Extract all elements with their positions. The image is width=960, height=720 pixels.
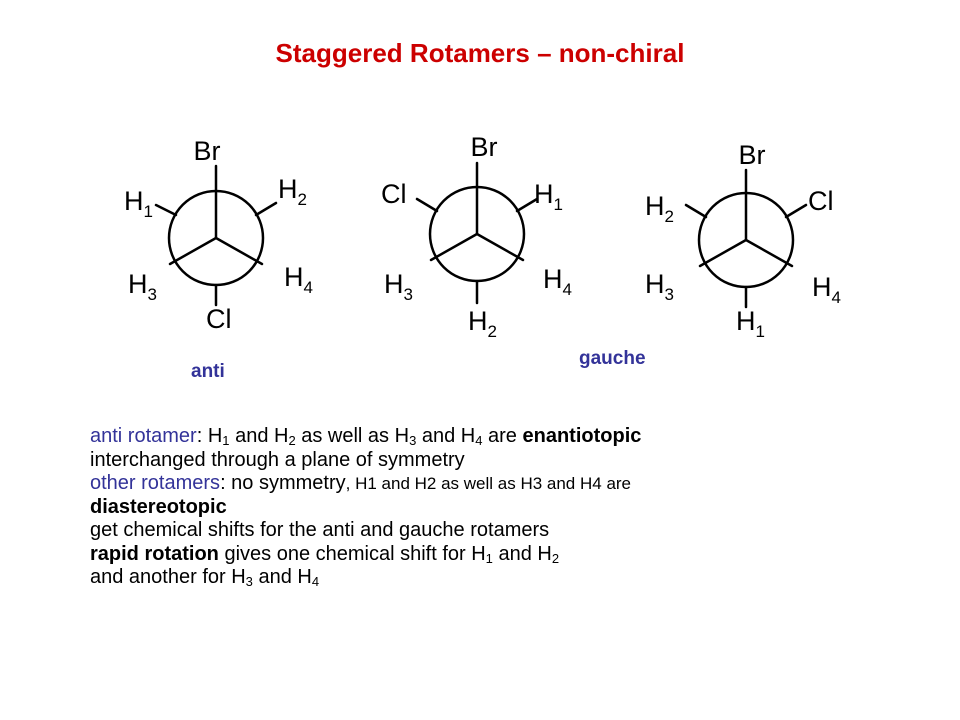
atom-front-right: H4 <box>812 272 841 307</box>
atom-back-bottom: H2 <box>468 306 497 341</box>
explanation-text: anti rotamer: H1 and H2 as well as H3 an… <box>90 425 950 590</box>
back-bonds <box>684 203 808 309</box>
newman-projection-anti: Br H3 H4 Cl H1 H2 <box>124 136 313 334</box>
back-bonds <box>415 197 539 305</box>
back-bonds <box>154 201 278 307</box>
newman-projection-gauche-2: Br H3 H4 H1 H2 Cl <box>645 140 841 341</box>
atom-front-top: Br <box>194 136 221 166</box>
atom-front-right: H4 <box>284 262 313 297</box>
atom-back-right: H1 <box>534 179 563 214</box>
note-line-3: other rotamers: no symmetry, H1 and H2 a… <box>90 472 632 494</box>
note-line-6: rapid rotation gives one chemical shift … <box>90 542 560 566</box>
front-bonds <box>698 168 794 268</box>
atom-front-left: H3 <box>128 269 157 304</box>
atom-front-left: H3 <box>384 269 413 304</box>
atom-front-top: Br <box>471 132 498 162</box>
front-bonds <box>168 164 264 266</box>
gauche-label: gauche <box>579 348 646 369</box>
atom-front-left: H3 <box>645 269 674 304</box>
page-title: Staggered Rotamers – non-chiral <box>275 38 685 68</box>
newman-projection-gauche-1: Br H3 H4 H2 Cl H1 <box>381 132 572 341</box>
anti-label: anti <box>191 361 225 382</box>
note-line-5: get chemical shifts for the anti and gau… <box>90 519 550 541</box>
atom-back-right: H2 <box>278 174 307 209</box>
note-line-7: and another for H3 and H4 <box>90 566 320 589</box>
front-bonds <box>429 161 525 262</box>
note-line-1: anti rotamer: H1 and H2 as well as H3 an… <box>90 425 642 448</box>
atom-back-right: Cl <box>808 186 834 216</box>
atom-front-top: Br <box>739 140 766 170</box>
atom-back-left: Cl <box>381 179 407 209</box>
atom-front-right: H4 <box>543 264 572 299</box>
atom-back-left: H1 <box>124 186 153 221</box>
atom-back-bottom: H1 <box>736 306 765 341</box>
note-line-2: interchanged through a plane of symmetry <box>90 448 465 471</box>
atom-back-bottom: Cl <box>206 304 232 334</box>
note-line-4: diastereotopic <box>90 495 227 518</box>
atom-back-left: H2 <box>645 191 674 226</box>
